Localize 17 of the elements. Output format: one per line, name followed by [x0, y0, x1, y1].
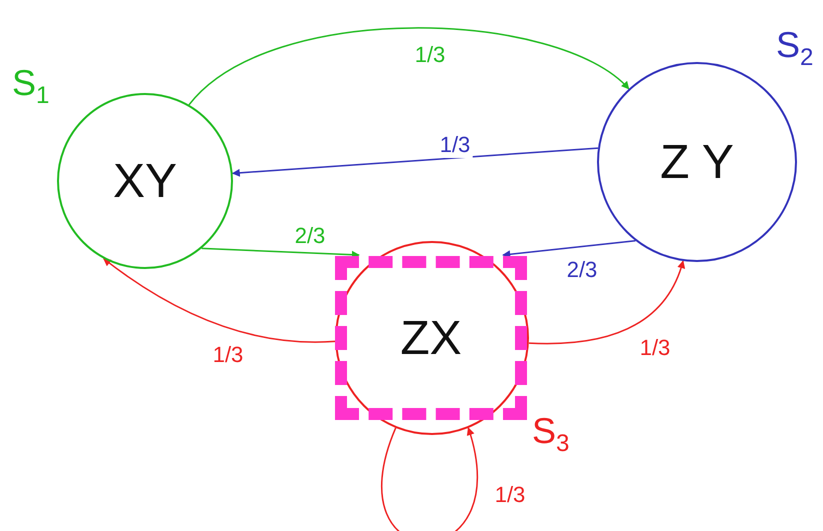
arrow [202, 248, 360, 259]
highlight-frame [335, 256, 527, 420]
state-label: XY [112, 154, 178, 208]
state-circle [57, 93, 233, 269]
arrow [188, 27, 630, 106]
state-label: ZX [400, 310, 462, 366]
arrow [232, 147, 598, 177]
arrow [528, 260, 685, 344]
arrow [502, 240, 636, 258]
arrow [381, 427, 478, 531]
state-name: S$_{3}$ [532, 410, 570, 458]
state-circle [335, 241, 529, 435]
state-name: S$_{1}$ [12, 62, 50, 110]
state-circle [597, 62, 797, 262]
state-label: Z Y [660, 134, 734, 190]
arrow [103, 258, 336, 343]
state-name: S$_{2}$ [776, 24, 814, 72]
